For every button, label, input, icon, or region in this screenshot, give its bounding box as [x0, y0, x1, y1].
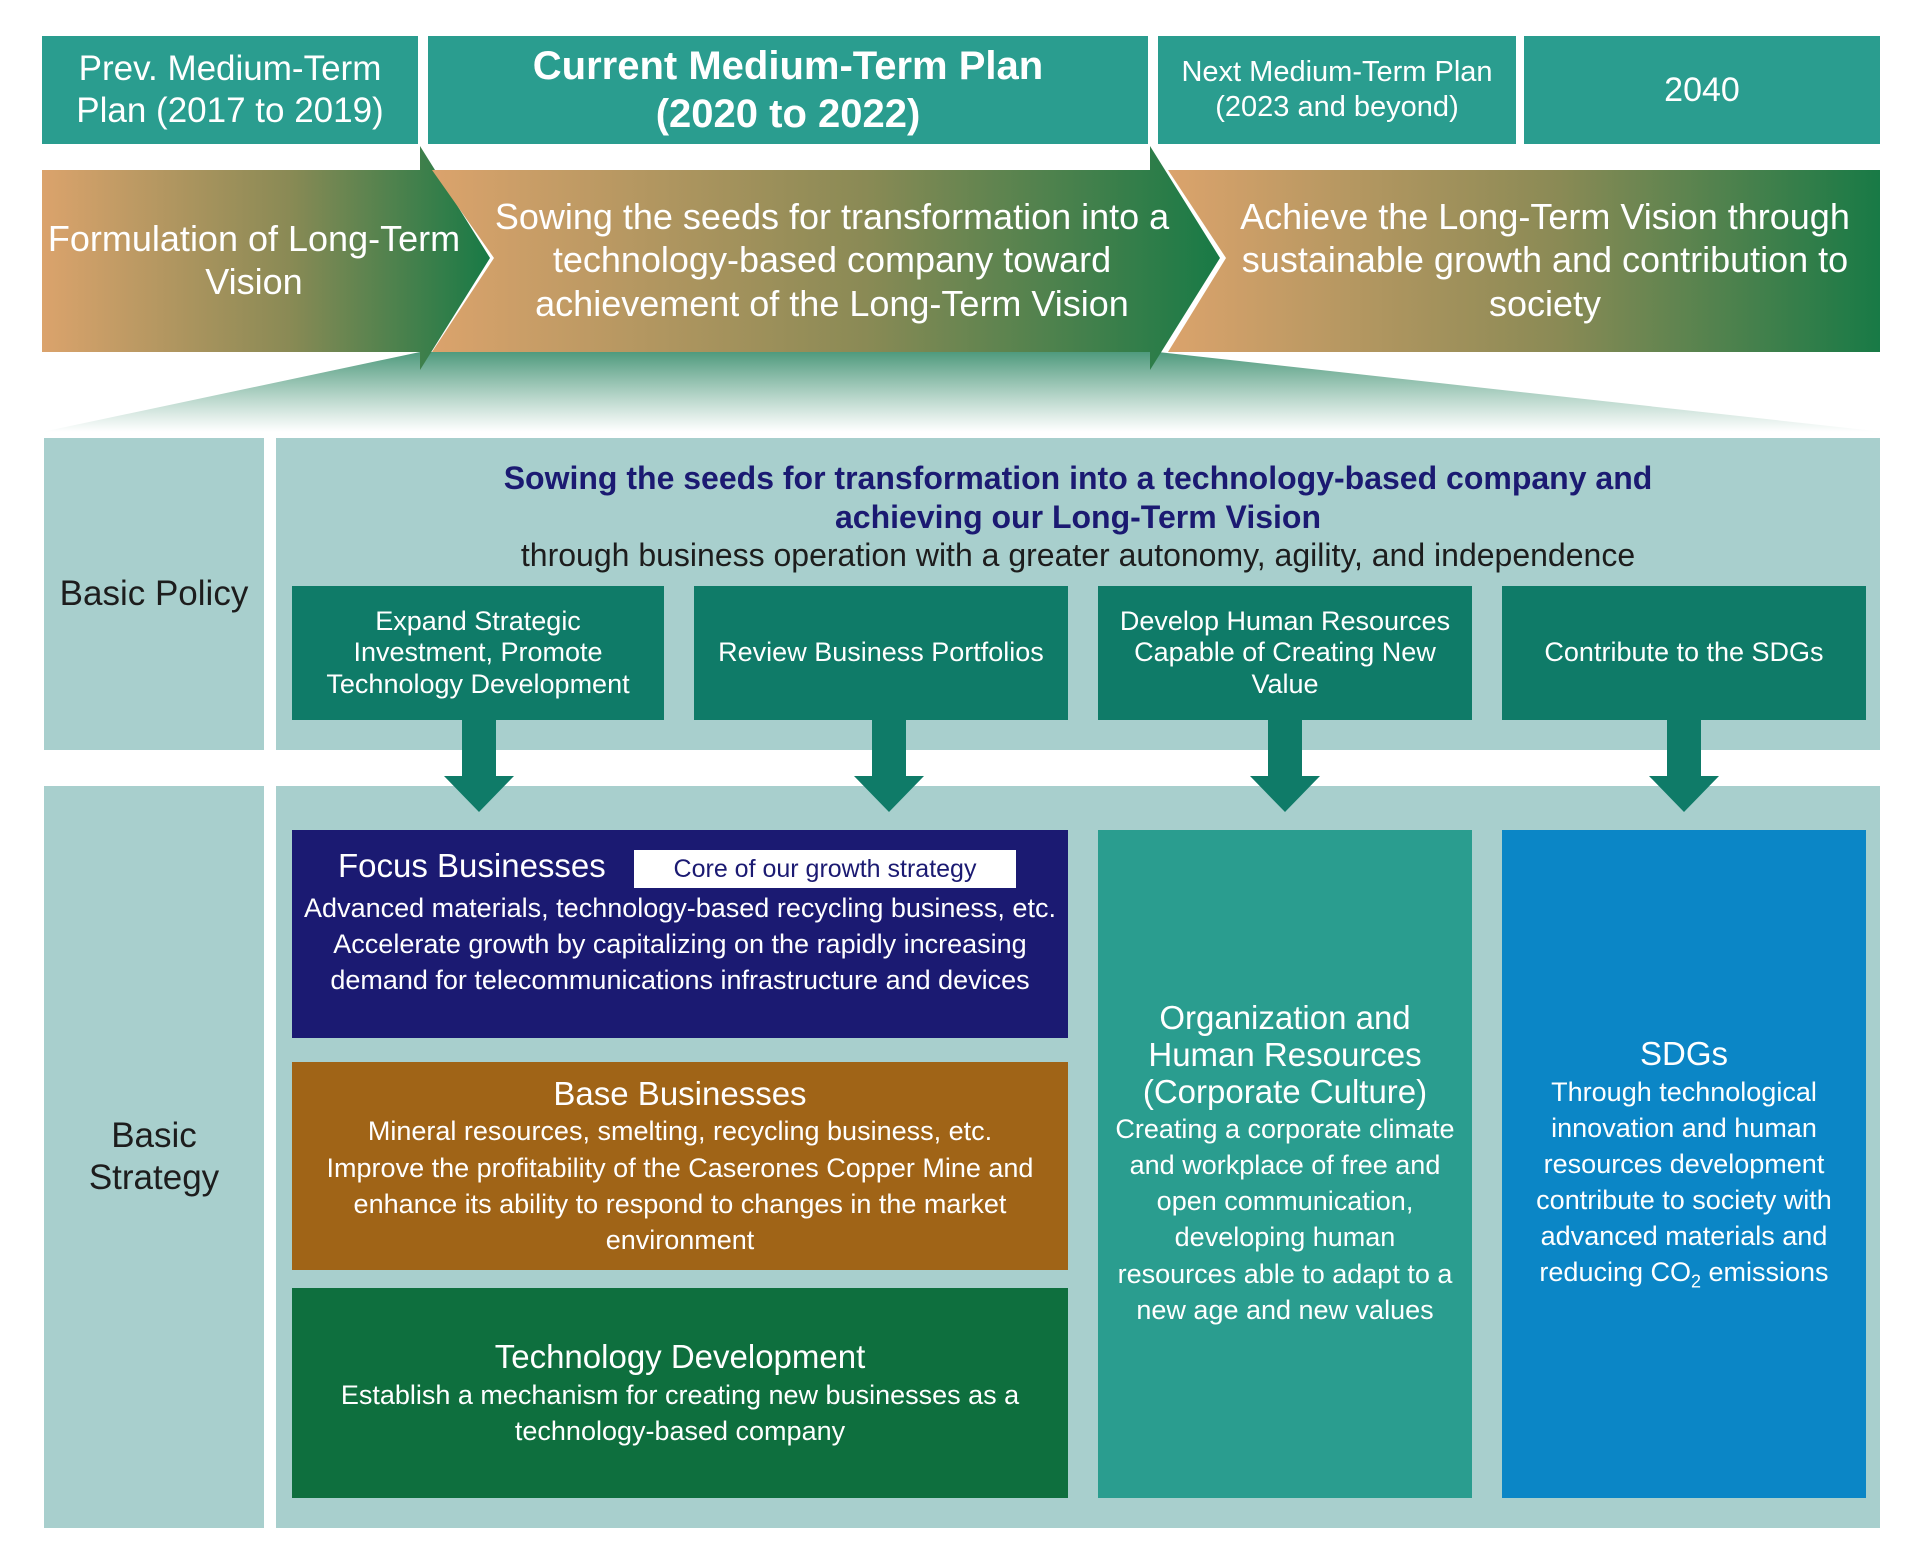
core-strategy-tag-label: Core of our growth strategy: [673, 854, 977, 883]
policy-item-human-resources: Develop Human Resources Capable of Creat…: [1098, 586, 1472, 720]
tech-development-box: Technology Development Establish a mecha…: [292, 1288, 1068, 1498]
phase-arrow-3: [1168, 170, 1880, 352]
focus-fan: [42, 352, 1884, 432]
focus-businesses-title: Focus Businesses: [338, 847, 606, 884]
policy-item-portfolios-label: Review Business Portfolios: [718, 637, 1044, 668]
focus-businesses-body2: Accelerate growth by capitalizing on the…: [330, 929, 1030, 996]
basic-policy-label: Basic Policy: [59, 574, 249, 613]
org-human-resources-title: Organization and Human Resources (Corpor…: [1142, 999, 1428, 1110]
next-plan-line2: (2023 and beyond): [1215, 91, 1459, 123]
down-arrow-4: [1649, 720, 1719, 812]
base-businesses-body2: Improve the profitability of the Caseron…: [326, 1152, 1034, 1255]
policy-item-investment-label: Expand Strategic Investment, Promote Tec…: [326, 605, 630, 699]
basic-strategy-label-cell: Basic Strategy: [44, 786, 264, 1528]
policy-item-human-resources-label: Develop Human Resources Capable of Creat…: [1119, 605, 1451, 699]
year-2040-label: 2040: [1664, 70, 1740, 109]
org-human-resources-body: Creating a corporate climate and workpla…: [1115, 1113, 1455, 1325]
current-plan-header: Current Medium-Term Plan (2020 to 2022): [428, 36, 1148, 144]
down-arrow-3: [1250, 720, 1320, 812]
phase2-text: Sowing the seeds for transformation into…: [494, 196, 1170, 324]
sdgs-body: Through technological innovation and hum…: [1526, 1074, 1842, 1294]
current-plan-line2: (2020 to 2022): [655, 92, 921, 136]
focus-businesses-box: Focus Businesses Core of our growth stra…: [292, 830, 1068, 1038]
policy-headline-line2: achieving our Long-Term Vision: [835, 498, 1321, 535]
sdgs-body-main: Through technological innovation and hum…: [1536, 1076, 1832, 1288]
sdgs-title: SDGs: [1639, 1035, 1728, 1073]
basic-policy-label-cell: Basic Policy: [44, 438, 264, 750]
policy-item-sdgs-label: Contribute to the SDGs: [1544, 637, 1824, 668]
next-plan-line1: Next Medium-Term Plan: [1181, 56, 1493, 89]
policy-headline: Sowing the seeds for transformation into…: [276, 452, 1880, 582]
sdgs-body-sub: 2: [1691, 1271, 1702, 1292]
focus-businesses-body1: Advanced materials, technology-based rec…: [304, 893, 1056, 923]
next-plan-header: Next Medium-Term Plan (2023 and beyond): [1158, 36, 1516, 144]
down-arrow-1: [444, 720, 514, 812]
phase-arrows: [42, 146, 1884, 432]
sdgs-body-end: emissions: [1701, 1257, 1829, 1288]
prev-plan-label: Prev. Medium-Term Plan (2017 to 2019): [76, 49, 384, 130]
tech-development-title: Technology Development: [494, 1338, 866, 1376]
tech-development-body: Establish a mechanism for creating new b…: [340, 1379, 1020, 1446]
policy-item-sdgs: Contribute to the SDGs: [1502, 586, 1866, 720]
policy-headline-line1: Sowing the seeds for transformation into…: [503, 460, 1653, 497]
sdgs-box: SDGs Through technological innovation an…: [1502, 830, 1866, 1498]
down-arrow-2: [854, 720, 924, 812]
down-arrows: [444, 720, 1719, 812]
current-plan-line1: Current Medium-Term Plan: [532, 44, 1044, 88]
phase3-text: Achieve the Long-Term Vision through sus…: [1240, 196, 1850, 324]
phase-arrow-1: [42, 146, 490, 370]
phase1-text: Formulation of Long-Term Vision: [47, 217, 461, 302]
policy-subline: through business operation with a greate…: [520, 537, 1636, 574]
policy-item-portfolios: Review Business Portfolios: [694, 586, 1068, 720]
policy-item-investment: Expand Strategic Investment, Promote Tec…: [292, 586, 664, 720]
base-businesses-body1: Mineral resources, smelting, recycling b…: [367, 1116, 993, 1147]
core-strategy-tag: Core of our growth strategy: [634, 850, 1016, 888]
basic-strategy-label: Basic Strategy: [88, 1116, 220, 1197]
org-human-resources-box: Organization and Human Resources (Corpor…: [1098, 830, 1472, 1498]
base-businesses-title: Base Businesses: [553, 1074, 807, 1112]
base-businesses-box: Base Businesses Mineral resources, smelt…: [292, 1062, 1068, 1270]
prev-plan-header: Prev. Medium-Term Plan (2017 to 2019): [42, 36, 418, 144]
phase-arrow-2: [432, 146, 1220, 370]
year-2040-header: 2040: [1524, 36, 1880, 144]
